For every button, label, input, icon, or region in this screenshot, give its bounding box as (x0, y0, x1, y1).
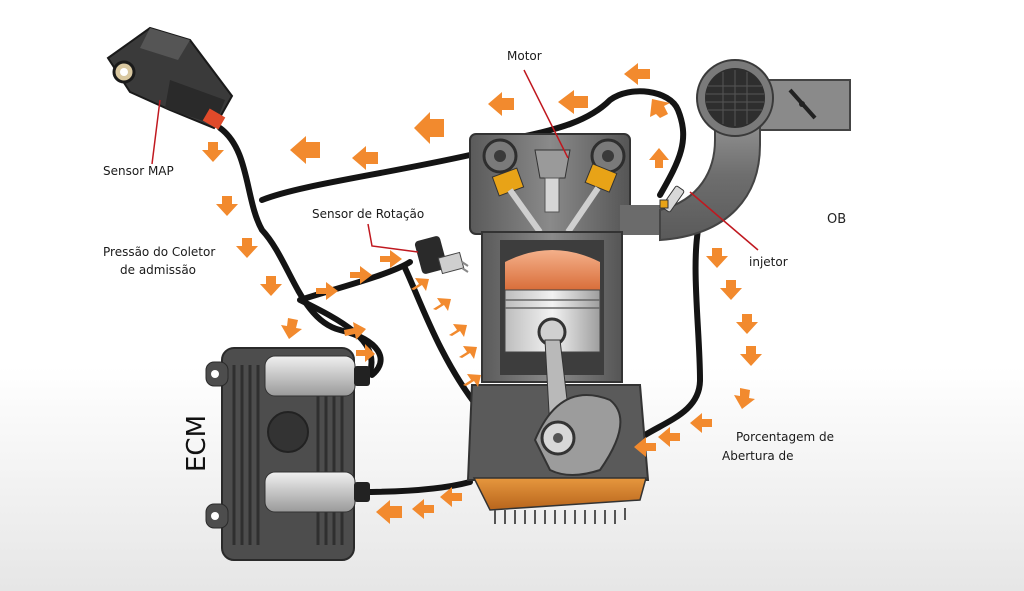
pointer-motor (523, 69, 569, 159)
pointer-injetor (689, 191, 759, 251)
flow-arrow (558, 90, 588, 114)
flow-arrow (459, 346, 477, 359)
flow-arrow (624, 63, 650, 85)
flow-arrow (440, 487, 462, 507)
label-pointers (151, 69, 759, 253)
rotation-sensor-icon (414, 236, 469, 275)
flow-arrow (433, 298, 451, 311)
flow-arrow (488, 92, 514, 116)
signal-flow-arrows (202, 63, 762, 524)
flow-arrow (356, 344, 375, 362)
flow-arrow (740, 346, 762, 366)
flow-arrow (281, 318, 302, 339)
wire-map-engine (259, 152, 473, 203)
flow-arrow (734, 388, 755, 409)
flow-arrow (411, 278, 429, 291)
wire-map-sensor (217, 125, 384, 378)
flow-arrow (290, 136, 320, 164)
wire-ecm-lower (357, 479, 473, 495)
flow-arrow (380, 250, 402, 268)
injector-icon (659, 185, 685, 213)
label-porcentagem-line2: Abertura de (722, 449, 794, 463)
flow-arrow (216, 196, 238, 216)
wire-throttle (642, 217, 703, 438)
throttle-body-icon (659, 59, 851, 242)
wiring-harness (217, 88, 703, 495)
engine-icon (466, 133, 670, 524)
flow-arrow (449, 324, 467, 337)
flow-arrow (316, 282, 338, 300)
label-ecm: ECM (182, 414, 212, 472)
label-motor: Motor (507, 49, 542, 63)
flow-arrow (736, 314, 758, 334)
label-sensor-rotacao: Sensor de Rotação (312, 207, 425, 221)
wire-top-loop (502, 88, 687, 198)
label-sensor-map: Sensor MAP (103, 164, 174, 178)
flow-arrow (202, 142, 224, 162)
flow-arrow (463, 374, 481, 387)
flow-arrow (412, 499, 434, 519)
flow-arrow (650, 99, 670, 118)
flow-arrow (376, 500, 402, 524)
pointer-map (151, 99, 161, 165)
pointer-rotacao (367, 223, 419, 253)
flow-arrow (690, 413, 712, 433)
map-sensor-icon (106, 26, 234, 130)
label-pressao-line1: Pressão do Coletor (103, 245, 216, 259)
flow-arrow (236, 238, 258, 258)
flow-arrow (658, 427, 680, 447)
flow-arrow (706, 248, 728, 268)
ecm-icon (205, 347, 370, 561)
wire-rotation-engine (402, 265, 483, 413)
label-injetor: injetor (749, 255, 788, 269)
label-porcentagem-line1: Porcentagem de (736, 430, 834, 444)
flow-arrow (720, 280, 742, 300)
label-pressao-line2: de admissão (120, 263, 197, 277)
flow-arrow (634, 437, 656, 457)
flow-arrow (352, 146, 378, 170)
flow-arrow (350, 266, 372, 284)
flow-arrow (260, 276, 282, 296)
flow-arrow (344, 322, 366, 340)
flow-arrow (649, 148, 669, 168)
label-ob: OB (827, 212, 847, 227)
flow-arrow (414, 112, 444, 144)
